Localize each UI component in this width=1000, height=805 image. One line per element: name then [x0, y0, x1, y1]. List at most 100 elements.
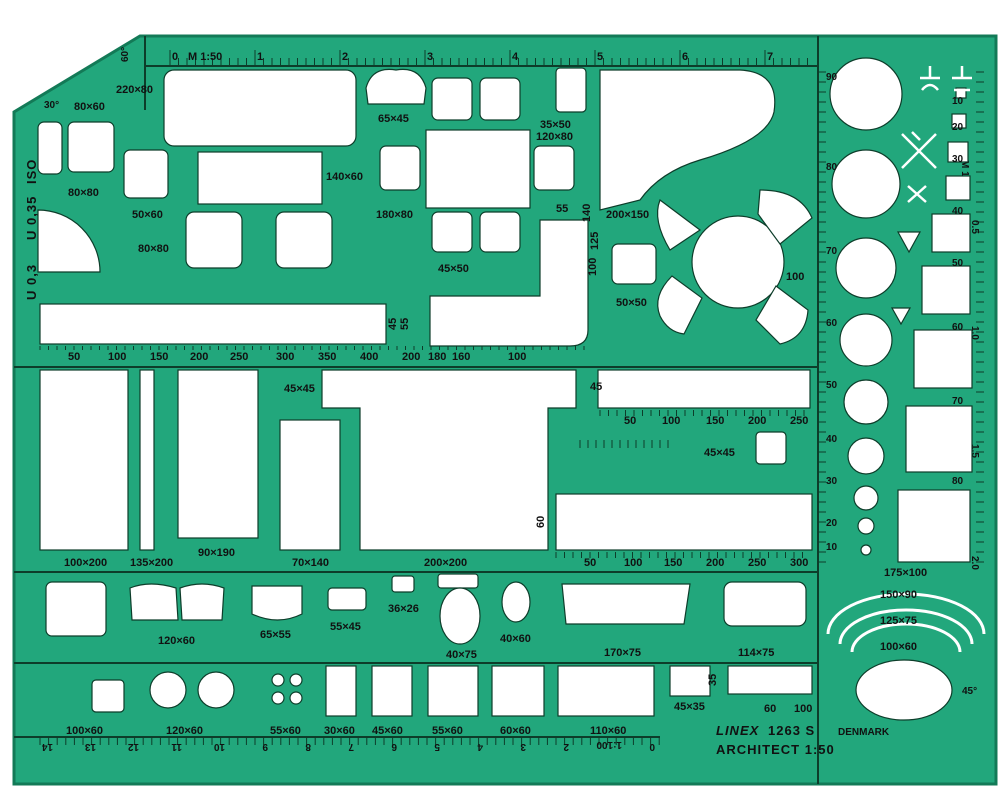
top-tick-label: 0	[172, 51, 178, 63]
dimension-label-40x75: 40×75	[446, 649, 477, 661]
cutout-round-table	[691, 215, 785, 309]
cutout-80x80	[45, 581, 107, 637]
dimension-label-55x45: 55×45	[330, 621, 361, 633]
template-circle	[843, 379, 889, 425]
bottom-ruler-title: 1:100	[596, 739, 622, 750]
scale-label: 200	[190, 351, 208, 363]
dimension-label-70x140: 70×140	[292, 557, 329, 569]
pen-label-1: U 0,3	[24, 264, 39, 300]
symbols	[901, 66, 972, 203]
dimension-label-45x50: 45×50	[438, 263, 469, 275]
cutout-100x60-bar	[727, 665, 813, 695]
top-tick-label: 6	[682, 51, 688, 63]
cutout-sofa-220x80	[163, 69, 357, 147]
cutout-toilet-40x75	[439, 587, 481, 645]
cutout-toilet-65x45	[365, 68, 427, 105]
square-size-label: 20	[952, 122, 964, 133]
dimension-label-65x45: 65×45	[378, 113, 409, 125]
template-square	[945, 175, 971, 201]
square-size-label: 70	[952, 396, 964, 407]
cutout-table-120x80	[425, 129, 531, 209]
right-tick-label: 0.5	[969, 220, 980, 234]
cutout-35x50	[555, 67, 587, 113]
scale-label: 100	[624, 557, 642, 569]
bottom-tick-label: 13	[84, 741, 96, 752]
dimension-label-120x60b: 120×60	[166, 725, 203, 737]
cutout-sink-round-b	[197, 671, 235, 709]
angle-label-30: 30°	[44, 100, 59, 111]
cutout-chair-right	[533, 145, 575, 191]
scale-label: 350	[318, 351, 336, 363]
dimension-label-35x50: 35×50	[540, 119, 571, 131]
dimension-label-80x80b: 80×80	[138, 243, 169, 255]
template-circle	[835, 237, 897, 299]
square-size-label: 40	[952, 206, 964, 217]
dimension-label-175x100: 175×100	[884, 567, 927, 579]
template-square	[951, 113, 967, 129]
division-lines	[14, 36, 819, 784]
square-size-label: 50	[952, 258, 964, 269]
pen-labels: U 0,3 U 0,35 ISO	[24, 159, 39, 300]
cutout-55x60	[427, 665, 479, 717]
square-size-label: 80	[952, 476, 964, 487]
right-tick-label: 2.0	[969, 556, 980, 570]
dimension-label-60b: 60	[764, 703, 776, 715]
scale-ticks	[39, 346, 805, 558]
cutout-armchair-a	[185, 211, 243, 269]
cutout-burner-a	[271, 673, 285, 687]
dimension-label-55x60: 55×60	[270, 725, 301, 737]
top-tick-label: 3	[427, 51, 433, 63]
template-square	[921, 265, 971, 315]
dimension-label-100a: 100	[587, 258, 599, 276]
top-tick-label: 5	[597, 51, 603, 63]
cutouts	[37, 57, 973, 721]
cross-key-icon	[901, 131, 937, 169]
cutout-burner-d	[289, 691, 303, 705]
cutout-chair-c	[431, 211, 473, 253]
template-circle	[829, 57, 903, 131]
cutout-chair-left	[379, 145, 421, 191]
scale-label: 300	[790, 557, 808, 569]
cutout-petal-3	[657, 275, 703, 335]
cutout-bed-90x190	[177, 369, 259, 539]
dimension-label-45x45b: 45×45	[704, 447, 735, 459]
scale-label: 50	[68, 351, 80, 363]
bottom-tick-label: 7	[348, 741, 354, 752]
dimension-label-114x75: 114×75	[738, 647, 774, 659]
scale-label: 100	[508, 351, 526, 363]
pen-label-3: ISO	[24, 159, 39, 184]
country-label: DENMARK	[838, 727, 890, 738]
dimension-label-80x80a: 80×80	[68, 187, 99, 199]
template-square	[905, 405, 973, 473]
bottom-tick-label: 0	[649, 741, 655, 752]
cutout-sofa-b	[179, 583, 225, 621]
bottom-tick-label: 10	[213, 741, 225, 752]
dimension-label-80x60: 80×60	[74, 101, 105, 113]
switch-icon	[952, 66, 972, 92]
scale-label: 200	[748, 415, 766, 427]
model-number: 1263 S	[768, 723, 815, 738]
dimension-label-125x75: 125×75	[880, 615, 917, 627]
circle-size-label: 90	[826, 72, 838, 83]
template-circle	[831, 149, 901, 219]
template-square	[947, 141, 969, 163]
bottom-tick-label: 14	[41, 741, 53, 752]
cutout-bar-3	[555, 493, 813, 551]
cutout-burner-b	[289, 673, 303, 687]
cross-icon	[907, 185, 927, 203]
cutout-sink-round-a	[149, 671, 187, 709]
scale-label: 150	[150, 351, 168, 363]
scale-label: 50	[624, 415, 636, 427]
cutout-chair-d	[479, 211, 521, 253]
dimension-label-150x90: 150×90	[880, 589, 917, 601]
circle-size-label: 40	[826, 434, 838, 445]
dimension-label-36x26: 36×26	[388, 603, 419, 615]
cutout-small-rect	[37, 121, 63, 175]
pen-label-2: U 0,35	[24, 196, 39, 240]
template-square	[931, 213, 971, 253]
cutout-armchair-b	[275, 211, 333, 269]
template-circle	[857, 517, 875, 535]
scale-label: 300	[276, 351, 294, 363]
